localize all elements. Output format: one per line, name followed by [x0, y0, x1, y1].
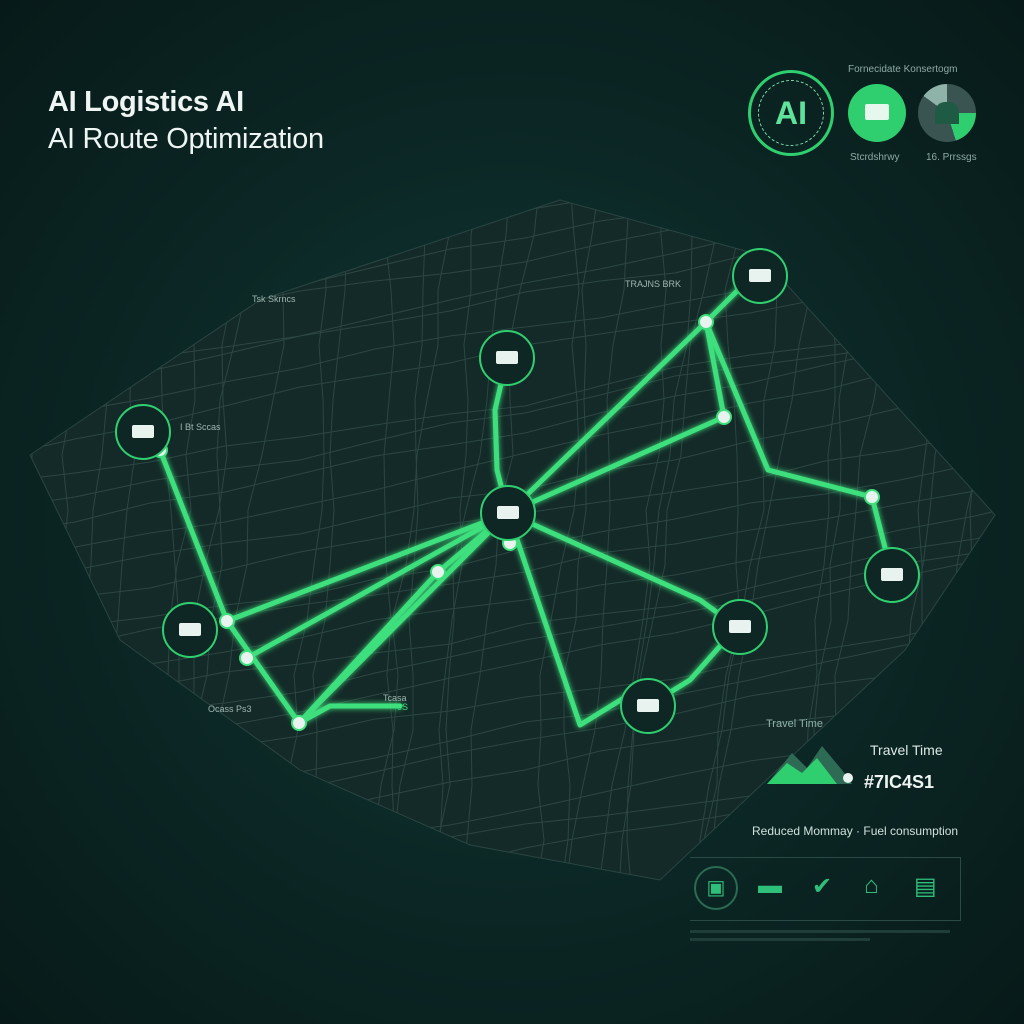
progress-caption: 16. Prrssgs: [926, 152, 977, 163]
road: [705, 200, 812, 880]
truck-icon: [497, 506, 519, 519]
route-line: [296, 703, 403, 726]
map-label: Ocass Ps3: [208, 704, 252, 714]
vehicle-node: [480, 485, 536, 541]
map-labels: Tsk Skrncs I Bt Sccas TRAJNS BRK Ocass P…: [180, 279, 681, 714]
title-line-1: AI Logistics AI: [48, 86, 244, 118]
badges-caption: Fornecidate Konsertogm: [848, 64, 958, 75]
road: [30, 497, 995, 691]
road: [597, 200, 667, 880]
title-line-2: AI Route Optimization: [48, 123, 324, 155]
waypoint: [864, 489, 880, 505]
road: [691, 200, 781, 880]
warehouse-icon[interactable]: ▣: [694, 866, 738, 910]
metric-value: #7IC4S1: [864, 772, 935, 792]
marker-icon: [843, 773, 853, 783]
waypoint: [698, 314, 714, 330]
badges: Fornecidate Konsertogm AI Stcrdshrwy 16.…: [748, 64, 1008, 176]
truck-icon: [749, 269, 771, 282]
road: [618, 200, 693, 880]
road: [552, 200, 601, 880]
truck-icon: [729, 620, 751, 633]
icon-panel: ▣ ▬ ✔ ⌂ ▤: [690, 857, 961, 921]
mountain-chart: [767, 746, 853, 784]
ai-label: AI: [775, 94, 807, 131]
route-line: [244, 510, 511, 661]
chart-label: Travel Time: [766, 718, 824, 730]
truck-icon: [865, 104, 889, 120]
road: [30, 381, 995, 587]
delivery-badge[interactable]: [848, 84, 906, 142]
vehicle-node: [479, 330, 535, 386]
forklift-icon[interactable]: ▤: [914, 873, 937, 900]
route-line: [703, 319, 895, 578]
truck-icon: [179, 623, 201, 636]
map-label: I Bt Sccas: [180, 422, 221, 432]
delivery-caption: Stcrdshrwy: [850, 152, 900, 163]
road: [564, 200, 631, 880]
truck-icon: [132, 425, 154, 438]
vehicle-node: [162, 602, 218, 658]
road: [30, 200, 31, 880]
route-line: [505, 510, 643, 728]
building-icon: [935, 102, 959, 124]
vehicle-node: [864, 547, 920, 603]
route-line: [224, 510, 511, 624]
depot-icon[interactable]: ⌂: [864, 872, 879, 899]
vehicle-node: [712, 599, 768, 655]
waypoint: [291, 715, 307, 731]
vehicle-node: [732, 248, 788, 304]
ai-badge[interactable]: AI: [748, 70, 834, 156]
check-icon[interactable]: ✔: [812, 873, 833, 900]
map-label: 0S: [397, 702, 408, 712]
page-title: AI Logistics AI AI Route Optimization: [48, 84, 324, 158]
map-label: Tcasa: [383, 693, 407, 703]
truck-icon: [881, 568, 903, 581]
waypoint: [219, 613, 235, 629]
vehicle-node: [115, 404, 171, 460]
vehicle-node: [620, 678, 676, 734]
road: [695, 200, 751, 880]
map-label: Tsk Skrncs: [252, 294, 296, 304]
panel-footnote: [690, 930, 950, 933]
panel-footnote: [690, 938, 870, 941]
road: [30, 200, 91, 880]
road: [527, 200, 580, 880]
map-label: TRAJNS BRK: [625, 279, 681, 289]
truck-icon: [637, 699, 659, 712]
waypoint: [716, 409, 732, 425]
waypoint: [239, 650, 255, 666]
truck-icon: [496, 351, 518, 364]
waypoint: [430, 564, 446, 580]
progress-badge[interactable]: [918, 84, 976, 142]
nodes: [115, 248, 920, 734]
road: [30, 200, 61, 880]
metric-title: Travel Time: [870, 742, 943, 758]
truck-icon[interactable]: ▬: [758, 872, 782, 899]
road: [626, 200, 721, 880]
benefits-text: Reduced Mommay · Fuel consumption: [752, 824, 959, 838]
